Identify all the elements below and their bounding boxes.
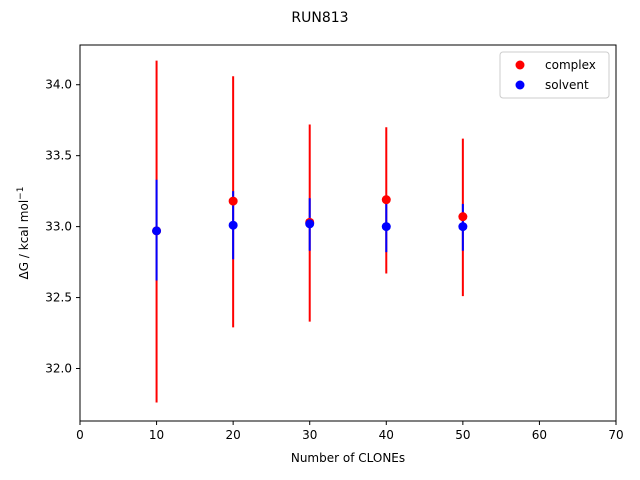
chart-title: RUN813 — [291, 10, 348, 26]
x-axis-label: Number of CLONEs — [291, 451, 405, 465]
y-tick-label: 33.5 — [45, 149, 72, 163]
legend-marker-solvent — [515, 80, 525, 90]
plot-frame — [79, 44, 617, 422]
x-tick-label: 30 — [302, 428, 317, 442]
y-axis-label-text: ΔG / kcal mol — [17, 200, 31, 280]
solvent-point — [458, 222, 468, 232]
legend-label-solvent: solvent — [545, 78, 589, 92]
legend: complex solvent — [499, 51, 610, 99]
x-tick-label: 70 — [608, 428, 623, 442]
y-axis-label: ΔG / kcal mol−1 — [16, 187, 31, 280]
solvent-point — [381, 222, 391, 232]
y-tick-label: 34.0 — [45, 78, 72, 92]
legend-marker-complex — [515, 60, 525, 70]
axes-layer: 0 10 20 30 40 50 60 70 32.0 32.5 33.0 33.5 34.0 — [45, 78, 623, 442]
x-tick-label: 50 — [455, 428, 470, 442]
complex-point — [228, 196, 238, 206]
legend-label-complex: complex — [545, 58, 596, 72]
solvent-point — [305, 219, 315, 229]
legend-box — [499, 51, 610, 99]
y-tick-label: 32.0 — [45, 362, 72, 376]
x-tick-label: 0 — [76, 428, 84, 442]
complex-point — [458, 212, 468, 222]
x-tick-label: 60 — [532, 428, 547, 442]
complex-point — [381, 195, 391, 205]
y-tick-label: 33.0 — [45, 220, 72, 234]
solvent-point — [228, 220, 238, 230]
y-tick-label: 32.5 — [45, 291, 72, 305]
plot-layer — [152, 60, 468, 403]
y-axis-label-exponent: −1 — [16, 187, 26, 200]
x-tick-label: 20 — [226, 428, 241, 442]
solvent-point — [152, 226, 162, 236]
x-tick-label: 10 — [149, 428, 164, 442]
x-tick-label: 40 — [379, 428, 394, 442]
